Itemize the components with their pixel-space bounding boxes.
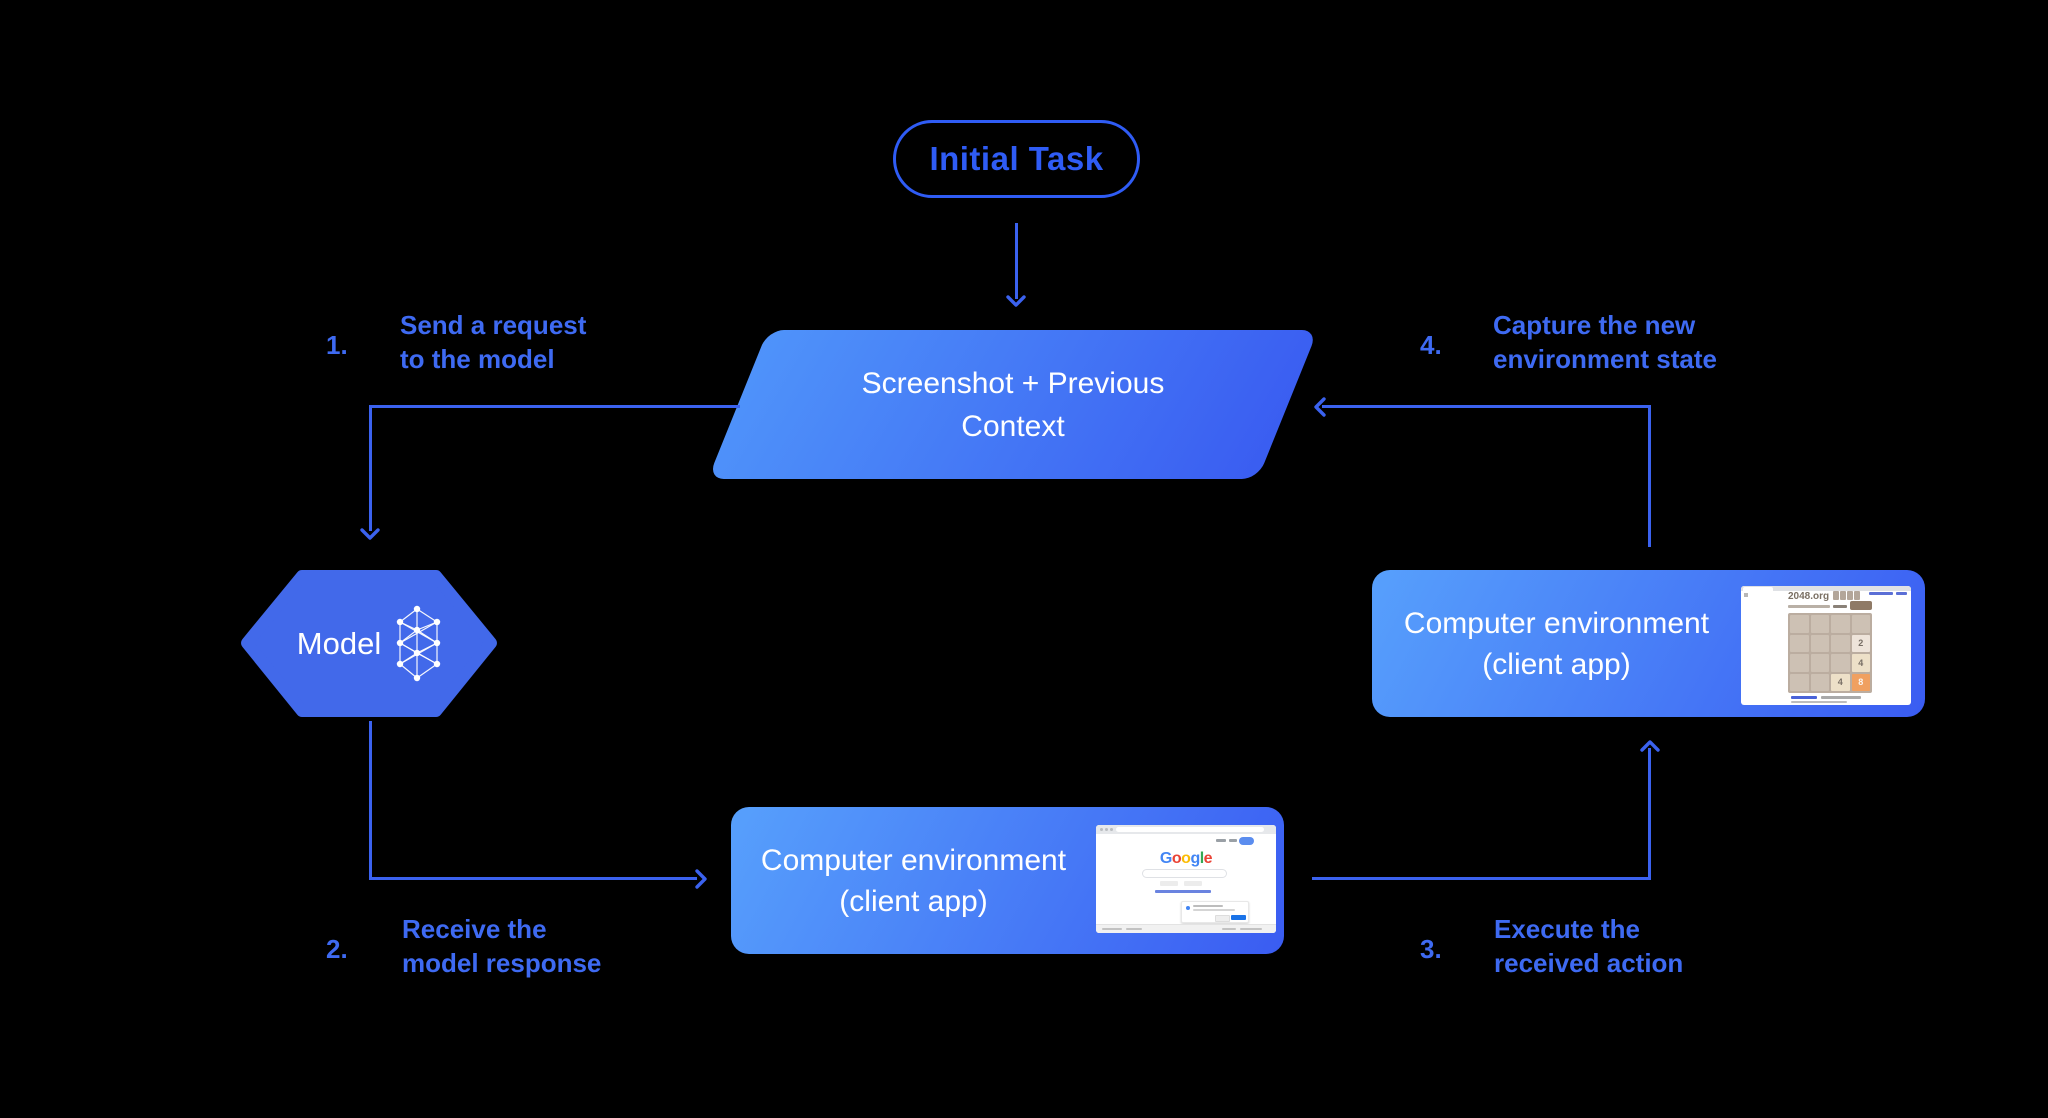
arrow-model-to-env-vline (369, 721, 372, 879)
arrow-down-icon (1006, 295, 1026, 307)
step-3-number: 3. (1420, 934, 1442, 964)
language-links (1155, 890, 1211, 893)
computer-env-right-label: Computer environment (client app) (1403, 606, 1710, 681)
google-logo: Google (1159, 850, 1213, 867)
step-3-label: Execute the received action (1494, 914, 1684, 978)
empty-cell (1790, 673, 1809, 691)
url-bar (1116, 827, 1264, 832)
empty-cell (1831, 634, 1850, 652)
arrow-down-icon (360, 528, 380, 540)
initial-task-label: Initial Task (929, 140, 1104, 177)
search-input (1142, 869, 1227, 878)
arrow-model-to-env-hline (369, 877, 697, 880)
step-4-number: 4. (1420, 330, 1442, 360)
arrow-context-to-model-hline (369, 405, 740, 408)
model-node-content: Model (240, 570, 498, 717)
screenshot-context-label: Screenshot + Previous Context (738, 330, 1288, 479)
feeling-lucky-button (1184, 881, 1202, 886)
initial-task-node: Initial Task (893, 120, 1140, 198)
step-2-number: 2. (326, 934, 348, 964)
score-boxes (1833, 591, 1860, 600)
browser-tab-strip (1741, 586, 1911, 591)
empty-cell (1790, 654, 1809, 672)
tile-4: 4 (1851, 654, 1870, 672)
empty-cell (1810, 634, 1829, 652)
empty-cell (1810, 673, 1829, 691)
tile-2: 2 (1851, 634, 1870, 652)
tile-4: 4 (1831, 673, 1850, 691)
empty-cell (1810, 654, 1829, 672)
game-2048-title: 2048.org (1788, 591, 1830, 602)
google-page-thumbnail: Google (1096, 825, 1276, 933)
step-4-label: Capture the new environment state (1493, 310, 1717, 374)
empty-cell (1790, 615, 1809, 633)
arrow-env-to-env-vline (1648, 748, 1651, 880)
browser-chrome-bar (1096, 825, 1276, 834)
screenshot-context-line1: Screenshot + Previous (861, 366, 1165, 400)
new-game-button (1850, 601, 1872, 610)
google-footer (1096, 924, 1276, 933)
model-node (241, 570, 497, 717)
model-label: Model (296, 625, 382, 661)
arrow-right-icon (695, 869, 707, 889)
step-1-label: Send a request to the model (400, 310, 587, 374)
arrow-initial-to-context-line (1015, 223, 1018, 299)
step-1-number: 1. (326, 330, 348, 360)
empty-cell (1831, 654, 1850, 672)
empty-cell (1851, 615, 1870, 633)
arrow-env-to-env-hline (1312, 877, 1650, 880)
empty-cell (1831, 615, 1850, 633)
arrow-left-icon (1314, 397, 1326, 417)
arrow-up-icon (1640, 740, 1660, 752)
step-2-label: Receive the model response (402, 914, 602, 978)
computer-env-bottom-node: Google (731, 807, 1284, 954)
empty-cell (1790, 634, 1809, 652)
arrow-env-to-context-hline (1322, 405, 1651, 408)
arrow-env-to-context-vline (1648, 405, 1651, 547)
computer-env-bottom-label: Computer environment (client app) (760, 843, 1067, 918)
neural-network-icon (397, 605, 441, 682)
google-search-button (1160, 881, 1178, 886)
arrow-context-to-model-vline (369, 405, 372, 531)
sign-in-button (1239, 837, 1254, 845)
empty-cell (1810, 615, 1829, 633)
sign-in-dialog (1181, 901, 1249, 923)
screenshot-context-line2: Context (961, 409, 1065, 443)
tile-8: 8 (1851, 673, 1870, 691)
page-icon (1744, 593, 1748, 597)
